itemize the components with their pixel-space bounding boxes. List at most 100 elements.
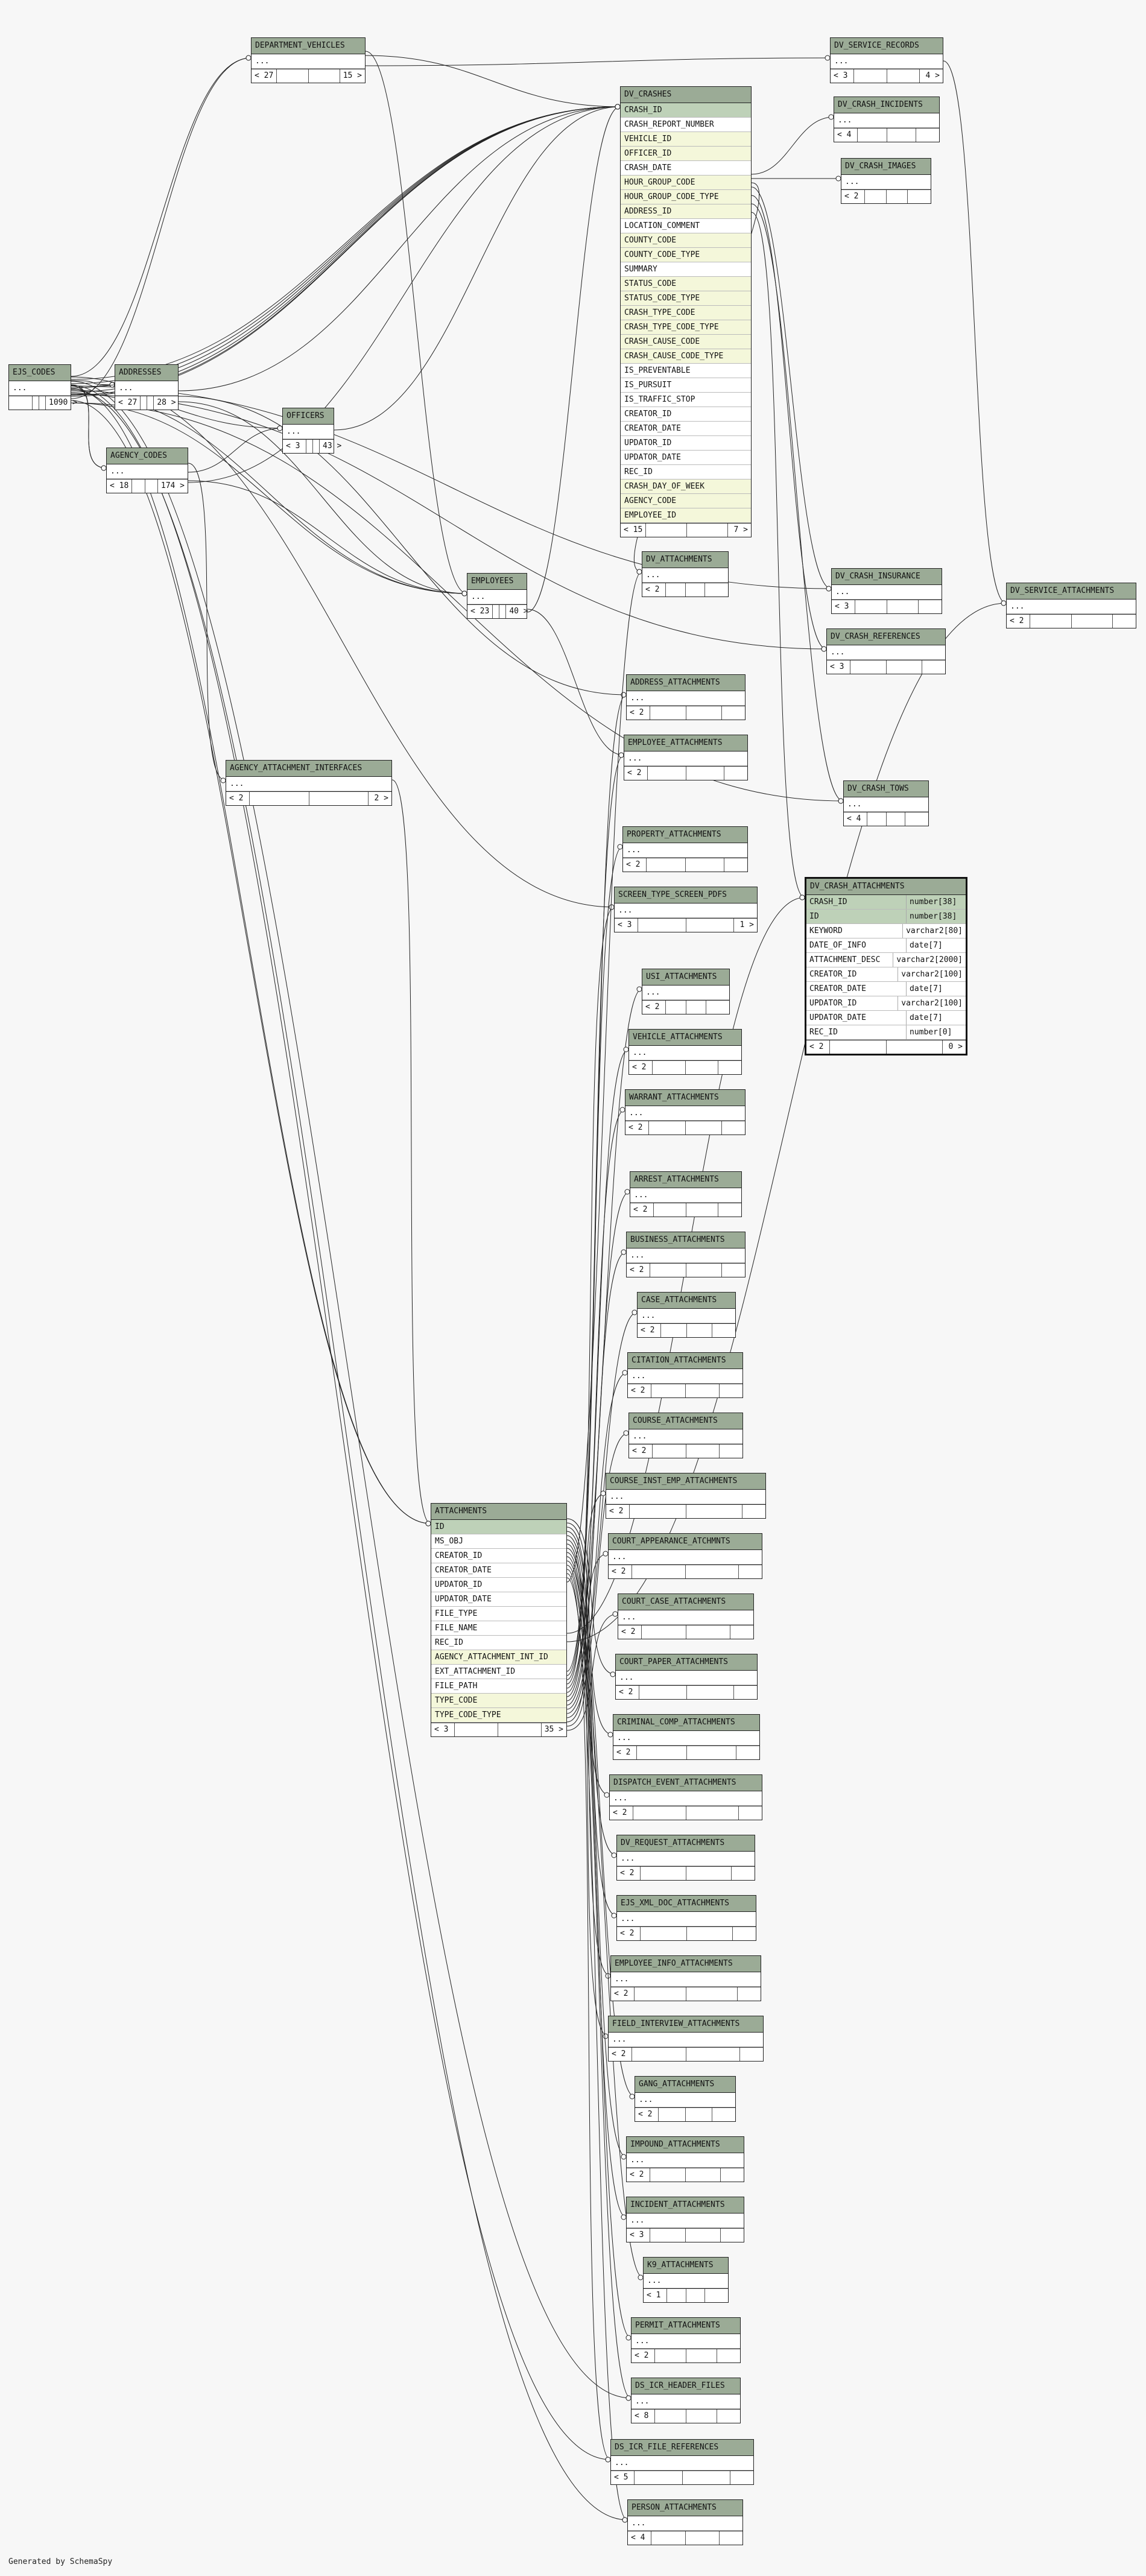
parent-count[interactable]: < 2	[627, 706, 650, 720]
child-count[interactable]	[724, 767, 747, 780]
column-row[interactable]: CRASH_DAY_OF_WEEK	[621, 479, 751, 494]
child-count[interactable]	[722, 706, 745, 720]
column-row[interactable]: ...	[283, 425, 334, 439]
column-row[interactable]: ...	[609, 2033, 763, 2047]
column-row[interactable]: REC_ID	[621, 465, 751, 479]
table-citation-attachments[interactable]: CITATION_ATTACHMENTS...< 2	[627, 1352, 743, 1398]
table-name[interactable]: EJS_CODES	[9, 365, 71, 381]
table-name[interactable]: AGENCY_ATTACHMENT_INTERFACES	[226, 761, 391, 777]
column-row[interactable]: STATUS_CODE_TYPE	[621, 291, 751, 306]
child-count[interactable]	[705, 2289, 728, 2302]
parent-count[interactable]: < 3	[283, 440, 306, 453]
table-name[interactable]: EMPLOYEE_ATTACHMENTS	[624, 735, 747, 752]
parent-count[interactable]: < 15	[621, 524, 647, 537]
parent-count[interactable]: < 4	[834, 128, 858, 142]
child-count[interactable]	[720, 1445, 742, 1458]
table-name[interactable]: CITATION_ATTACHMENTS	[628, 1353, 742, 1369]
column-row[interactable]: TYPE_CODE	[431, 1694, 566, 1708]
parent-count[interactable]: < 5	[611, 2471, 635, 2484]
column-row[interactable]: CREATOR_DATE	[621, 422, 751, 436]
parent-count[interactable]: < 2	[1007, 615, 1030, 628]
child-count[interactable]	[742, 1505, 765, 1518]
column-row[interactable]: HOUR_GROUP_CODE_TYPE	[621, 190, 751, 204]
table-name[interactable]: FIELD_INTERVIEW_ATTACHMENTS	[609, 2016, 763, 2033]
table-name[interactable]: COURT_PAPER_ATTACHMENTS	[616, 1654, 757, 1671]
child-count[interactable]: 43 >	[323, 441, 342, 451]
column-row[interactable]: ...	[627, 691, 745, 706]
child-count[interactable]: 4 >	[925, 71, 940, 80]
parent-count[interactable]: < 2	[610, 1806, 633, 1820]
table-criminal-comp-attachments[interactable]: CRIMINAL_COMP_ATTACHMENTS...< 2	[613, 1714, 760, 1760]
column-row[interactable]: ...	[629, 1046, 741, 1060]
column-row[interactable]: STATUS_CODE	[621, 277, 751, 291]
column-row[interactable]: ...	[617, 1852, 755, 1866]
column-row[interactable]: CRASH_CAUSE_CODE	[621, 335, 751, 349]
parent-count[interactable]: < 23	[467, 605, 493, 618]
table-dispatch-event-attachments[interactable]: DISPATCH_EVENT_ATTACHMENTS...< 2	[609, 1774, 762, 1820]
parent-count[interactable]: < 3	[615, 919, 638, 932]
parent-count[interactable]: < 18	[107, 479, 133, 493]
parent-count[interactable]: < 2	[616, 1686, 639, 1699]
column-row[interactable]: ...	[467, 590, 527, 604]
child-count[interactable]	[736, 1746, 759, 1759]
column-row[interactable]: CRASH_CAUSE_CODE_TYPE	[621, 349, 751, 364]
table-name[interactable]: VEHICLE_ATTACHMENTS	[629, 1030, 741, 1046]
parent-count[interactable]: < 2	[841, 190, 865, 203]
table-dv-request-attachments[interactable]: DV_REQUEST_ATTACHMENTS...< 2	[616, 1835, 755, 1881]
column-row[interactable]: ...	[609, 1550, 762, 1565]
table-gang-attachments[interactable]: GANG_ATTACHMENTS...< 2	[635, 2076, 736, 2122]
table-name[interactable]: GANG_ATTACHMENTS	[635, 2077, 735, 2093]
child-count[interactable]: 174 >	[160, 481, 185, 490]
column-row[interactable]: ...	[844, 797, 928, 812]
parent-count[interactable]: < 2	[628, 1384, 651, 1397]
column-row[interactable]: UPDATOR_DATE	[431, 1592, 566, 1607]
column-row[interactable]: LOCATION_COMMENT	[621, 219, 751, 233]
column-row[interactable]: ...	[827, 645, 945, 660]
child-count[interactable]	[922, 660, 945, 674]
table-name[interactable]: K9_ATTACHMENTS	[644, 2258, 728, 2274]
parent-count[interactable]: < 2	[618, 1625, 642, 1639]
table-property-attachments[interactable]: PROPERTY_ATTACHMENTS...< 2	[622, 826, 748, 872]
table-name[interactable]: DV_CRASHES	[621, 87, 751, 103]
column-row[interactable]: CRASH_TYPE_CODE_TYPE	[621, 320, 751, 335]
parent-count[interactable]: < 2	[624, 767, 648, 780]
table-person-attachments[interactable]: PERSON_ATTACHMENTS...< 4	[627, 2499, 743, 2545]
parent-count[interactable]: < 3	[627, 2229, 650, 2242]
child-count[interactable]	[739, 1565, 762, 1578]
child-count[interactable]: 40 >	[509, 607, 528, 616]
parent-count[interactable]: < 2	[611, 1987, 635, 2001]
table-name[interactable]: EMPLOYEE_INFO_ATTACHMENTS	[611, 1956, 761, 1972]
column-row[interactable]: ...	[615, 903, 757, 918]
column-row[interactable]: ...	[635, 2093, 735, 2107]
child-count[interactable]	[739, 1806, 762, 1820]
child-count[interactable]	[734, 1686, 757, 1699]
table-case-attachments[interactable]: CASE_ATTACHMENTS...< 2	[637, 1292, 736, 1338]
parent-count[interactable]: < 1	[644, 2289, 667, 2302]
child-count[interactable]	[721, 2229, 744, 2242]
child-count[interactable]	[718, 1061, 741, 1074]
child-count[interactable]: 15 >	[343, 71, 362, 80]
column-row[interactable]: VEHICLE_ID	[621, 132, 751, 147]
child-count[interactable]: 1 >	[739, 920, 754, 929]
column-row[interactable]: ...	[644, 2274, 728, 2288]
child-count[interactable]	[717, 2410, 740, 2423]
column-row[interactable]: HOUR_GROUP_CODE	[621, 176, 751, 190]
table-name[interactable]: COURT_CASE_ATTACHMENTS	[618, 1594, 753, 1610]
child-count[interactable]	[732, 1867, 755, 1880]
column-row[interactable]: ...	[616, 1671, 757, 1685]
column-row[interactable]: ...	[627, 2153, 744, 2168]
column-row[interactable]: ...	[831, 54, 943, 69]
column-row[interactable]: FILE_NAME	[431, 1621, 566, 1636]
column-row[interactable]: ...	[252, 54, 365, 69]
child-count[interactable]	[919, 600, 942, 613]
table-name[interactable]: DEPARTMENT_VEHICLES	[252, 38, 365, 54]
table-field-interview-attachments[interactable]: FIELD_INTERVIEW_ATTACHMENTS...< 2	[608, 2016, 764, 2062]
table-name[interactable]: DV_CRASH_INSURANCE	[832, 569, 942, 585]
